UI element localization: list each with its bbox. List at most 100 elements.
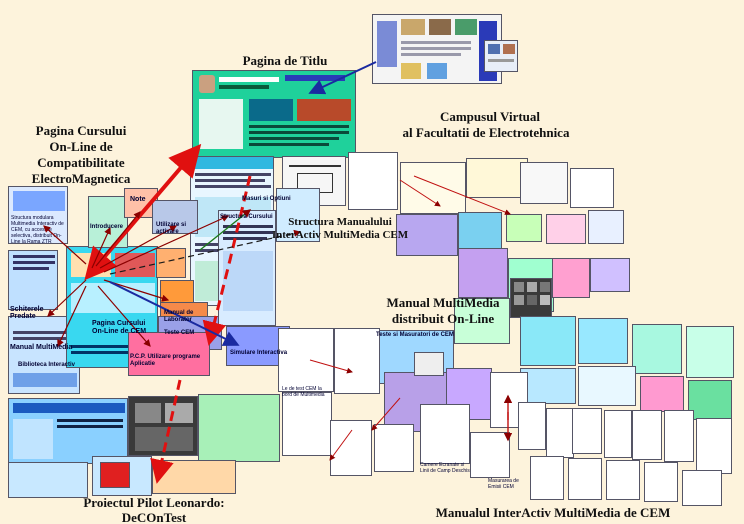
arrow-structura-inner-1 bbox=[399, 179, 441, 207]
label-schitele: Schiterele Predate bbox=[10, 306, 44, 320]
arrow-to-structura-modulara bbox=[43, 225, 87, 265]
label-pagina-cursului-2: On-Line de bbox=[49, 139, 113, 154]
arrow-doc-inner-3 bbox=[371, 397, 401, 431]
right-screen-6 bbox=[688, 380, 732, 420]
doc-page-14 bbox=[664, 410, 694, 462]
arrow-dashed-course bbox=[202, 175, 252, 346]
structura-screen-11 bbox=[588, 210, 624, 244]
arrow-to-pcp bbox=[97, 285, 151, 347]
right-screen-1 bbox=[520, 316, 576, 366]
label-pcp: P.C.P. Utilizare programe Aplicatie bbox=[130, 354, 201, 367]
structura-screen-5 bbox=[520, 162, 568, 204]
doc-page-1 bbox=[278, 328, 334, 392]
arrow-doc-inner-2 bbox=[329, 429, 353, 461]
label-campusul-line1: Campusul Virtual bbox=[439, 109, 541, 124]
structura-screen-9 bbox=[506, 214, 542, 242]
structura-modulara-text: Structura modulara Multimedia Interactiv… bbox=[11, 215, 64, 244]
doc-page-19 bbox=[644, 462, 678, 502]
structura-screen-4 bbox=[466, 158, 528, 198]
doc-page-20 bbox=[682, 470, 722, 506]
label-structura-2: InterActiv MultiMedia CEM bbox=[271, 229, 409, 241]
schitele-panel bbox=[8, 250, 58, 310]
label-manual-1: Manual MultiMedia bbox=[386, 295, 500, 310]
leonardo-screen-3 bbox=[198, 394, 280, 462]
label-proiectul-1: Proiectul Pilot Leonardo: bbox=[83, 495, 225, 510]
doc-page-7 bbox=[470, 432, 510, 478]
label-pagina-de-titlu: Pagina de Titlu bbox=[242, 53, 328, 68]
right-screen-4 bbox=[686, 326, 734, 378]
label-pagina-cursului-4: ElectroMagnetica bbox=[31, 171, 131, 186]
structura-lavender bbox=[396, 214, 458, 256]
distribuit-photo-grid bbox=[510, 278, 552, 318]
doc-page-12 bbox=[604, 410, 632, 458]
leonardo-screen-2 bbox=[128, 396, 198, 456]
arrow-to-introducere bbox=[91, 226, 111, 269]
arrow-to-simulare bbox=[109, 281, 240, 346]
label-pagina-cursului-small-2: On-Line de CEM bbox=[92, 328, 147, 335]
structura-screen-7 bbox=[276, 188, 320, 242]
doc-page-5 bbox=[374, 424, 414, 472]
right-screen-7 bbox=[578, 366, 636, 406]
label-masuri: Masuri si Optiuni bbox=[242, 196, 291, 202]
right-screen-2 bbox=[578, 318, 628, 364]
label-teste-cem: Teste CEM bbox=[164, 330, 195, 336]
pcp-module bbox=[128, 332, 210, 376]
label-camere: Camere Ecranate si Linii de Camp Deschis bbox=[420, 462, 470, 474]
structura-screen-6 bbox=[570, 168, 614, 208]
arrow-dashed-leonardo bbox=[150, 379, 182, 484]
doc-page-9 bbox=[518, 402, 546, 450]
right-screen-5 bbox=[640, 376, 684, 412]
label-campusul-line2: al Facultatii de Electrotehnica bbox=[402, 125, 570, 140]
right-screen-3 bbox=[632, 324, 682, 374]
structura-screen-3 bbox=[400, 162, 466, 214]
label-pagina-cursului-small-1: Pagina Cursului bbox=[92, 320, 146, 327]
arrow-to-structura-cursului bbox=[103, 215, 230, 273]
arrow-doc-inner-1 bbox=[309, 359, 353, 374]
label-structura-cursului: Structura Cursului bbox=[220, 214, 273, 220]
distribuit-screen-1 bbox=[458, 248, 508, 298]
label-biblioteca: Biblioteca Interactiv bbox=[18, 362, 76, 368]
doc-page-11 bbox=[572, 408, 602, 454]
label-teste-si-masuratori: Teste si Masuratori de CEM bbox=[376, 332, 454, 338]
arrow-campus-to-title bbox=[308, 61, 377, 95]
label-manual-multimedia: Manual MultiMedia bbox=[10, 344, 73, 351]
structura-screen-10 bbox=[546, 214, 586, 244]
leonardo-screen-4 bbox=[8, 462, 88, 498]
doc-page-4 bbox=[330, 420, 372, 476]
arrow-to-masuri bbox=[199, 209, 252, 251]
doc-page-15 bbox=[696, 418, 732, 474]
label-le-de-test: Le de test CEM la bord de Multimedia bbox=[282, 386, 325, 398]
label-structura-1: Structura Manualului bbox=[288, 216, 392, 228]
arrow-to-manual-multimedia bbox=[57, 285, 87, 348]
arrow-to-schitele bbox=[47, 279, 87, 317]
doc-page-2 bbox=[334, 328, 380, 394]
label-proiectul-2: DeCOnTest bbox=[121, 510, 187, 524]
label-manual-2: distribuit On-Line bbox=[391, 311, 495, 326]
structura-screen-2 bbox=[348, 152, 398, 210]
doc-page-18 bbox=[606, 460, 640, 500]
label-manual-laborator: Manual de Laborator bbox=[164, 310, 194, 323]
label-note: Note bbox=[130, 196, 146, 203]
arrow-course-to-title bbox=[84, 143, 202, 281]
campus-virtual-screenshot-2 bbox=[484, 40, 518, 72]
arrow-to-note bbox=[95, 211, 141, 267]
doc-page-16 bbox=[530, 456, 564, 500]
label-utilizare: Utilizare si activare bbox=[156, 222, 187, 235]
label-introducere: Introducere bbox=[90, 224, 124, 230]
doc-page-13 bbox=[632, 410, 662, 460]
arrow-structura-inner-2 bbox=[413, 175, 511, 215]
arrow-to-structura-manualului bbox=[109, 229, 302, 275]
structura-modulara-panel: Structura modulara Multimedia Interactiv… bbox=[8, 186, 68, 244]
arrow-to-utilizare bbox=[99, 225, 178, 269]
distribuit-screen-3 bbox=[552, 258, 590, 298]
label-pagina-cursului-1: Pagina Cursului bbox=[35, 123, 127, 138]
doc-page-6 bbox=[420, 404, 470, 464]
distribuit-screen-4 bbox=[590, 258, 630, 292]
label-pagina-cursului-3: Compatibilitate bbox=[37, 155, 125, 170]
leonardo-red-block bbox=[100, 462, 130, 488]
label-simulare: Simulare Interactiva bbox=[230, 350, 288, 356]
doc-page-17 bbox=[568, 458, 602, 500]
distribuit-screen-5 bbox=[454, 298, 510, 344]
